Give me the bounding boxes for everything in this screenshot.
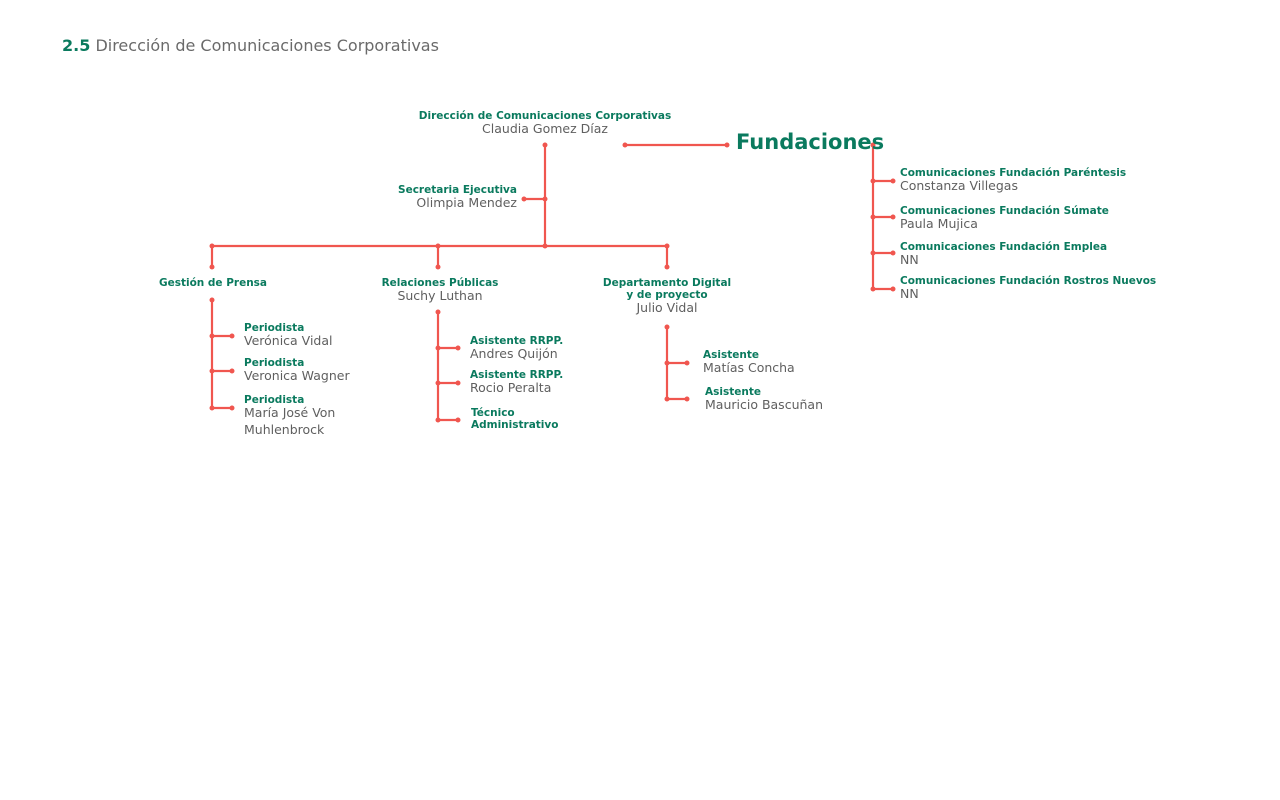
org-node-foundation: Comunicaciones Fundación Paréntesis Cons… [900, 167, 1126, 193]
org-node-member: Asistente RRPP. Rocio Peralta [470, 369, 563, 395]
node-role: Periodista [244, 322, 305, 334]
node-name: María José Von [244, 405, 336, 421]
org-node-head: Dirección de Comunicaciones Corporativas… [419, 110, 671, 136]
node-role: Periodista [244, 357, 305, 369]
node-role: Comunicaciones Fundación Rostros Nuevos [900, 275, 1157, 287]
node-role: Comunicaciones Fundación Súmate [900, 205, 1109, 217]
node-name: NN [900, 252, 919, 268]
org-node-foundation: Comunicaciones Fundación Emplea NN [900, 241, 1107, 267]
section-title: Dirección de Comunicaciones Corporativas [95, 36, 439, 55]
node-name: Mauricio Bascuñan [705, 397, 823, 413]
org-node-member: Técnico Administrativo [471, 407, 558, 431]
org-node-member: Asistente Matías Concha [703, 349, 795, 375]
node-role: Gestión de Prensa [158, 277, 268, 289]
node-role: Comunicaciones Fundación Emplea [900, 241, 1108, 253]
section-number: 2.5 [62, 36, 91, 55]
node-name: Suchy Luthan [397, 288, 483, 304]
node-name: Andres Quijón [470, 346, 558, 362]
node-role: Periodista [244, 394, 305, 406]
node-role: Secretaria Ejecutiva [398, 184, 517, 196]
node-name: Olimpia Mendez [416, 195, 517, 211]
org-node-member: Asistente RRPP. Andres Quijón [470, 335, 563, 361]
node-role: Asistente [705, 386, 761, 398]
node-name: Veronica Wagner [244, 368, 350, 384]
node-name: Matías Concha [703, 360, 795, 376]
node-name: NN [900, 286, 919, 302]
node-role-line2: y de proyecto [626, 289, 708, 302]
node-name: Constanza Villegas [900, 178, 1018, 194]
org-node-foundation: Comunicaciones Fundación Rostros Nuevos … [900, 275, 1156, 301]
org-node-foundation: Comunicaciones Fundación Súmate Paula Mu… [900, 205, 1109, 231]
node-name-line2: Muhlenbrock [244, 422, 325, 438]
fundaciones-title: Fundaciones [736, 130, 885, 154]
node-name: Paula Mujica [900, 216, 978, 232]
node-role: Dirección de Comunicaciones Corporativas [418, 110, 672, 122]
node-name: Claudia Gomez Díaz [482, 121, 608, 137]
org-node-dept-digital: Departamento Digital y de proyecto Julio… [603, 277, 731, 316]
org-node-dept-rrpp: Relaciones Públicas Suchy Luthan [382, 277, 499, 303]
org-node-secretary: Secretaria Ejecutiva Olimpia Mendez [398, 184, 517, 210]
node-role: Relaciones Públicas [381, 277, 499, 289]
org-node-member: Periodista Verónica Vidal [244, 322, 333, 348]
org-node-member: Periodista María José Von Muhlenbrock [244, 394, 335, 438]
org-node-dept-prensa: Gestión de Prensa [159, 277, 267, 289]
page-title: 2.5 Dirección de Comunicaciones Corporat… [62, 36, 439, 55]
node-name: Rocio Peralta [470, 380, 552, 396]
node-name: Julio Vidal [636, 300, 698, 316]
node-role: Asistente RRPP. [470, 335, 564, 347]
node-role: Departamento Digital [602, 277, 732, 289]
org-node-member: Asistente Mauricio Bascuñan [705, 386, 823, 412]
node-role: Asistente [703, 349, 759, 361]
node-role: Asistente RRPP. [470, 369, 564, 381]
node-name: Verónica Vidal [244, 333, 333, 349]
org-node-member: Periodista Veronica Wagner [244, 357, 350, 383]
node-role: Técnico [471, 407, 515, 419]
node-role: Comunicaciones Fundación Paréntesis [900, 167, 1127, 179]
node-role-line2: Administrativo [471, 419, 559, 432]
